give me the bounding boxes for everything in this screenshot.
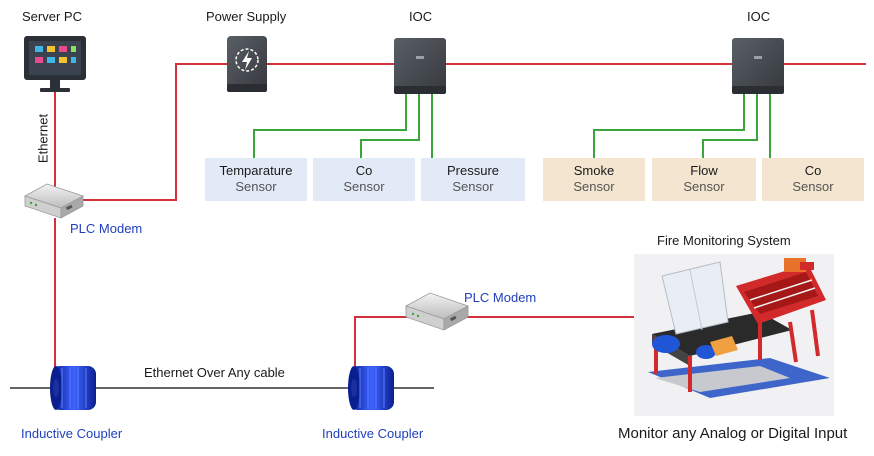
inductive-coupler-icon <box>50 366 96 410</box>
sensor-name: Smoke <box>573 163 615 178</box>
label-ethernet: Ethernet <box>35 113 51 164</box>
sensor-name: Co <box>804 163 822 178</box>
label-server-pc: Server PC <box>22 9 82 24</box>
sensor-type: Sensor <box>792 179 834 194</box>
sensor-pressure: Pressure Sensor <box>421 158 525 201</box>
power-line-network <box>54 63 866 368</box>
label-plc-modem-1: PLC Modem <box>70 221 143 236</box>
label-inductive-coupler-2: Inductive Coupler <box>322 426 424 441</box>
sensor-co-2: Co Sensor <box>762 158 864 201</box>
sensor-co-1: Co Sensor <box>313 158 415 201</box>
sensor-name: Flow <box>690 163 718 178</box>
inductive-coupler-icon-2 <box>348 366 394 410</box>
sensor-line-network <box>253 94 771 158</box>
label-inductive-coupler-1: Inductive Coupler <box>21 426 123 441</box>
power-supply-icon <box>227 36 267 92</box>
label-ioc-2: IOC <box>747 9 771 24</box>
sensor-type: Sensor <box>452 179 494 194</box>
label-fire-monitoring: Fire Monitoring System <box>657 233 791 248</box>
sensor-name: Temparature <box>219 163 293 178</box>
label-plc-modem-2: PLC Modem <box>464 290 537 305</box>
sensor-type: Sensor <box>235 179 277 194</box>
label-ethernet-over-cable: Ethernet Over Any cable <box>144 365 285 380</box>
plc-modem-icon-2 <box>405 292 469 331</box>
sensor-type: Sensor <box>683 179 725 194</box>
ioc-device-icon <box>394 38 446 94</box>
sensor-smoke: Smoke Sensor <box>543 158 645 201</box>
label-power-supply: Power Supply <box>206 9 287 24</box>
sensor-name: Pressure <box>446 163 500 178</box>
sensor-temperature: Temparature Sensor <box>205 158 307 201</box>
plc-modem-icon <box>24 183 84 219</box>
sensor-type: Sensor <box>343 179 385 194</box>
monitor-icon <box>24 36 86 92</box>
sensor-type: Sensor <box>573 179 615 194</box>
conveyor-machine-icon <box>634 254 834 416</box>
label-monitor-caption: Monitor any Analog or Digital Input <box>618 425 848 442</box>
sensor-flow: Flow Sensor <box>652 158 756 201</box>
ioc-device-icon-2 <box>732 38 784 94</box>
sensor-name: Co <box>355 163 373 178</box>
label-ioc-1: IOC <box>409 9 433 24</box>
